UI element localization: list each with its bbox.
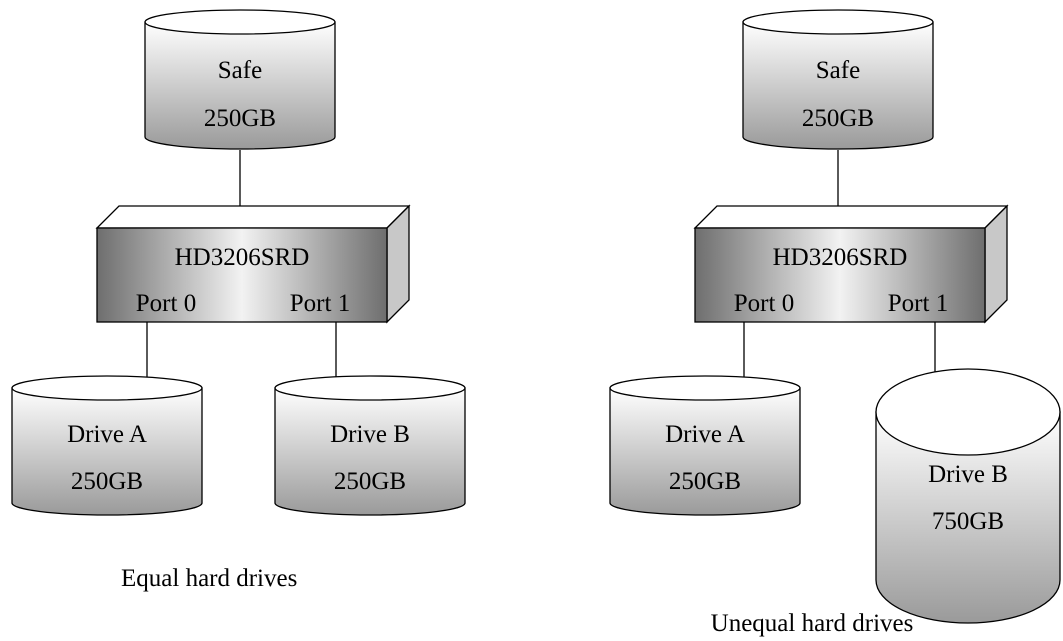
safe-name: Safe bbox=[816, 57, 860, 84]
controller-name: HD3206SRD bbox=[773, 244, 908, 271]
safe-size: 250GB bbox=[802, 105, 874, 132]
safe-cylinder: Safe 250GB bbox=[742, 9, 934, 150]
drive-a-size: 250GB bbox=[669, 468, 741, 495]
port-0-label: Port 0 bbox=[734, 290, 794, 317]
drive-b-cylinder: Drive B 750GB bbox=[875, 368, 1061, 624]
controller-box: HD3206SRD Port 0 Port 1 bbox=[95, 204, 411, 324]
port-0-label: Port 0 bbox=[136, 290, 196, 317]
safe-name: Safe bbox=[218, 57, 262, 84]
drive-b-size: 250GB bbox=[334, 468, 406, 495]
drive-a-name: Drive A bbox=[665, 421, 745, 448]
port-1-label: Port 1 bbox=[290, 290, 350, 317]
left-caption: Equal hard drives bbox=[121, 565, 297, 592]
right-diagram: Safe 250GB HD3206SRD Port 0 Port 1 Drive… bbox=[609, 9, 1061, 637]
safe-cylinder: Safe 250GB bbox=[144, 9, 336, 150]
drive-a-name: Drive A bbox=[67, 421, 147, 448]
controller-name: HD3206SRD bbox=[175, 244, 310, 271]
controller-box: HD3206SRD Port 0 Port 1 bbox=[693, 204, 1009, 324]
drive-b-size: 750GB bbox=[932, 508, 1004, 535]
right-caption: Unequal hard drives bbox=[711, 610, 914, 637]
safe-size: 250GB bbox=[204, 105, 276, 132]
drive-a-cylinder: Drive A 250GB bbox=[609, 375, 801, 516]
drive-b-cylinder: Drive B 250GB bbox=[274, 375, 466, 516]
drive-b-name: Drive B bbox=[928, 461, 1008, 488]
drive-b-name: Drive B bbox=[330, 421, 410, 448]
drive-a-cylinder: Drive A 250GB bbox=[11, 375, 203, 516]
port-1-label: Port 1 bbox=[888, 290, 948, 317]
drive-a-size: 250GB bbox=[71, 468, 143, 495]
left-diagram: Safe 250GB HD3206SRD Port 0 Port 1 Drive… bbox=[11, 9, 466, 592]
